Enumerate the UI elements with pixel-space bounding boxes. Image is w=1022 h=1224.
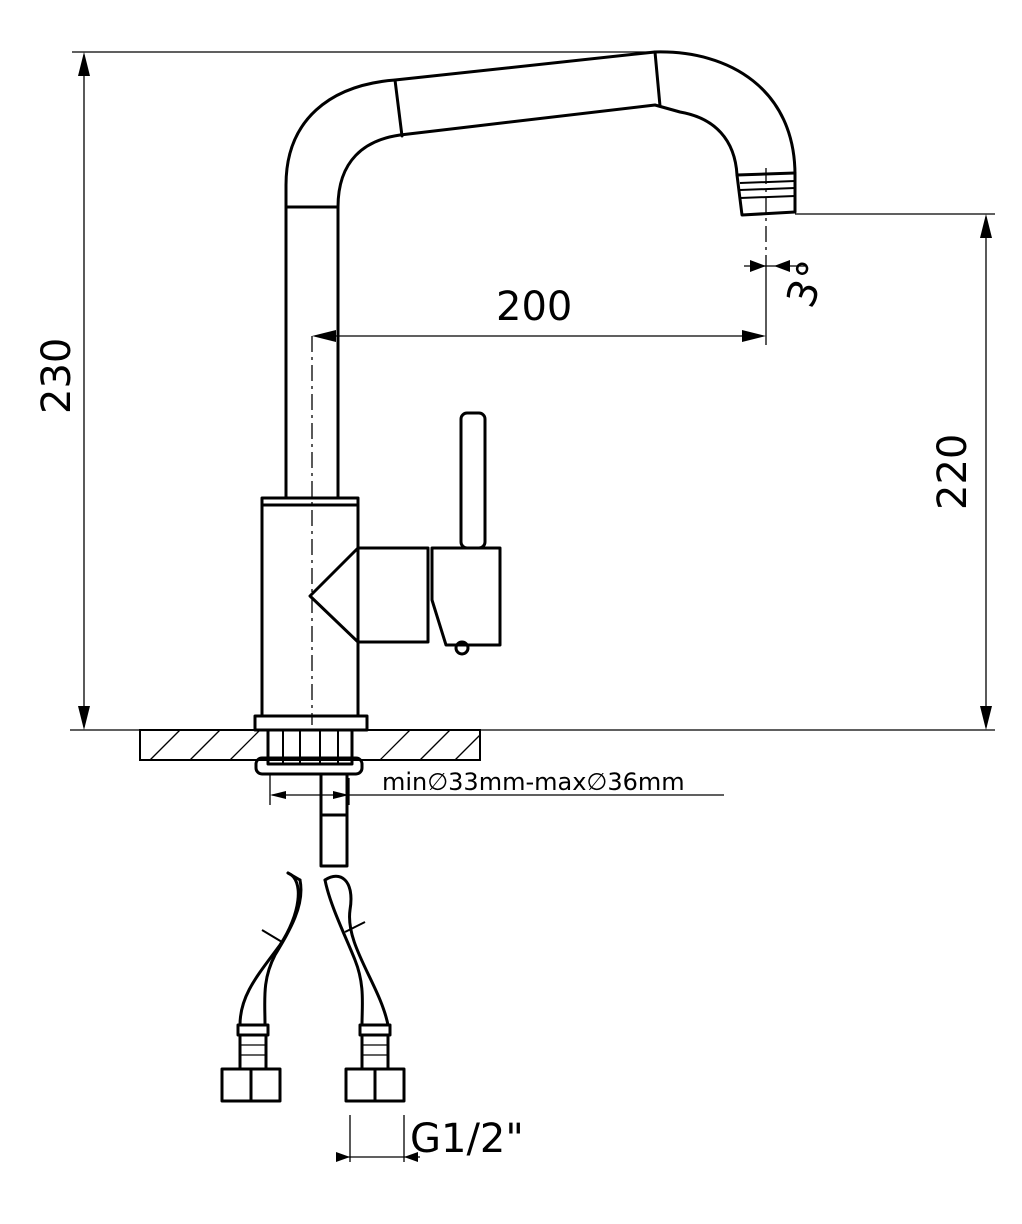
dimension-lines [70,51,995,1162]
dim-spout-height: 220 [930,434,976,510]
spout [284,50,797,500]
dim-reach: 200 [496,284,572,330]
dim-thread: G1/2" [410,1116,524,1162]
faucet-body [260,411,502,718]
dim-total-height: 230 [34,338,80,414]
supply-hoses [220,871,406,1103]
mounting-base [139,714,481,868]
dim-hole-diameter: min∅33mm-max∅36mm [382,768,685,796]
